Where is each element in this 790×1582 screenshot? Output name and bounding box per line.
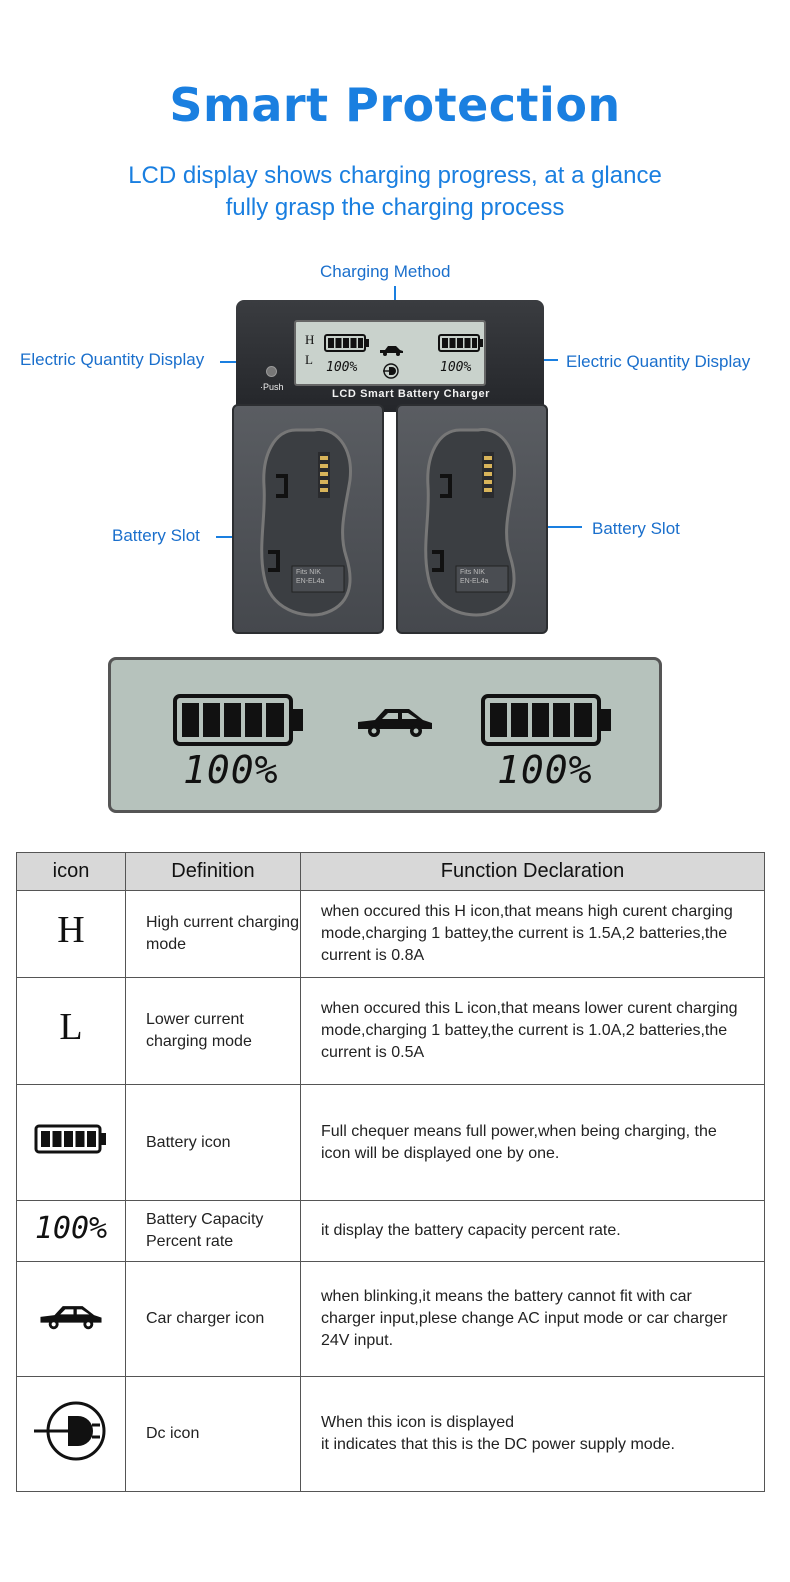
l-icon: L bbox=[59, 1006, 83, 1048]
callout-electric-right: Electric Quantity Display bbox=[566, 352, 751, 371]
battery-icon bbox=[438, 334, 483, 352]
battery-icon bbox=[481, 694, 611, 746]
table-header-row: icon Definition Function Declaration bbox=[16, 852, 765, 891]
lcd-closeup: 100% 100% bbox=[108, 657, 662, 813]
callout-slot-left: Battery Slot bbox=[112, 526, 200, 545]
charger-top-panel: ·Push H L 100% 100% LCD Smart bbox=[236, 300, 544, 412]
car-icon bbox=[358, 709, 432, 737]
table-row: Battery icon Full chequer means full pow… bbox=[16, 1084, 765, 1201]
slot-outline bbox=[424, 428, 517, 617]
header-function: Function Declaration bbox=[300, 852, 765, 891]
dc-plug-icon bbox=[34, 1401, 106, 1460]
table-row: 100% Battery Capacity Percent rate it di… bbox=[16, 1200, 765, 1262]
callout-electric-left: Electric Quantity Display bbox=[20, 350, 205, 369]
header-icon: icon bbox=[16, 852, 126, 891]
charger-lcd: H L 100% 100% bbox=[294, 320, 486, 386]
row-definition: Car charger icon bbox=[125, 1261, 301, 1377]
car-icon bbox=[40, 1305, 102, 1329]
dc-plug-icon bbox=[383, 363, 399, 379]
push-button[interactable] bbox=[266, 366, 277, 377]
row-function: Full chequer means full power,when being… bbox=[300, 1084, 765, 1201]
icon-definition-table: icon Definition Function Declaration H H… bbox=[16, 852, 765, 1492]
row-function: when blinking,it means the battery canno… bbox=[300, 1261, 765, 1377]
row-definition: Battery Capacity Percent rate bbox=[125, 1200, 301, 1262]
push-label: ·Push bbox=[260, 382, 284, 392]
battery-icon bbox=[324, 334, 369, 352]
charger-brand: LCD Smart Battery Charger bbox=[332, 388, 491, 400]
mode-h-label: H bbox=[305, 332, 315, 347]
row-definition: Dc icon bbox=[125, 1376, 301, 1492]
percent-left-large: 100% bbox=[183, 748, 279, 792]
header-definition: Definition bbox=[125, 852, 301, 891]
battery-icon bbox=[34, 1124, 106, 1154]
callout-slot-right: Battery Slot bbox=[592, 519, 680, 538]
page-title: Smart Protection bbox=[169, 78, 621, 132]
table-row: Dc icon When this icon is displayed it i… bbox=[16, 1376, 765, 1492]
row-function: when occured this L icon,that means lowe… bbox=[300, 977, 765, 1085]
row-definition: Battery icon bbox=[125, 1084, 301, 1201]
slot-outline bbox=[260, 428, 353, 617]
function-line-2: it indicates that this is the DC power s… bbox=[321, 1436, 675, 1453]
callout-charging-method: Charging Method bbox=[320, 262, 451, 281]
row-definition: Lower current charging mode bbox=[125, 977, 301, 1085]
percent-left: 100% bbox=[326, 360, 358, 375]
subtitle-line-1: LCD display shows charging progress, at … bbox=[128, 162, 662, 189]
table-row: Car charger icon when blinking,it means … bbox=[16, 1261, 765, 1377]
battery-icon bbox=[173, 694, 303, 746]
percent-right: 100% bbox=[440, 360, 472, 375]
subtitle-line-2: fully grasp the charging process bbox=[225, 194, 565, 221]
row-function: When this icon is displayed it indicates… bbox=[300, 1376, 765, 1492]
row-definition: High current charging mode bbox=[125, 890, 301, 978]
row-function: it display the battery capacity percent … bbox=[300, 1200, 765, 1262]
mode-l-label: L bbox=[305, 352, 313, 367]
table-row: L Lower current charging mode when occur… bbox=[16, 977, 765, 1085]
function-line-1: When this icon is displayed bbox=[321, 1414, 514, 1431]
percent-right-large: 100% bbox=[497, 748, 593, 792]
car-icon bbox=[380, 346, 403, 356]
percent-icon: 100% bbox=[34, 1210, 108, 1246]
h-icon: H bbox=[57, 909, 85, 951]
row-function: when occured this H icon,that means high… bbox=[300, 890, 765, 978]
table-row: H High current charging mode when occure… bbox=[16, 890, 765, 978]
